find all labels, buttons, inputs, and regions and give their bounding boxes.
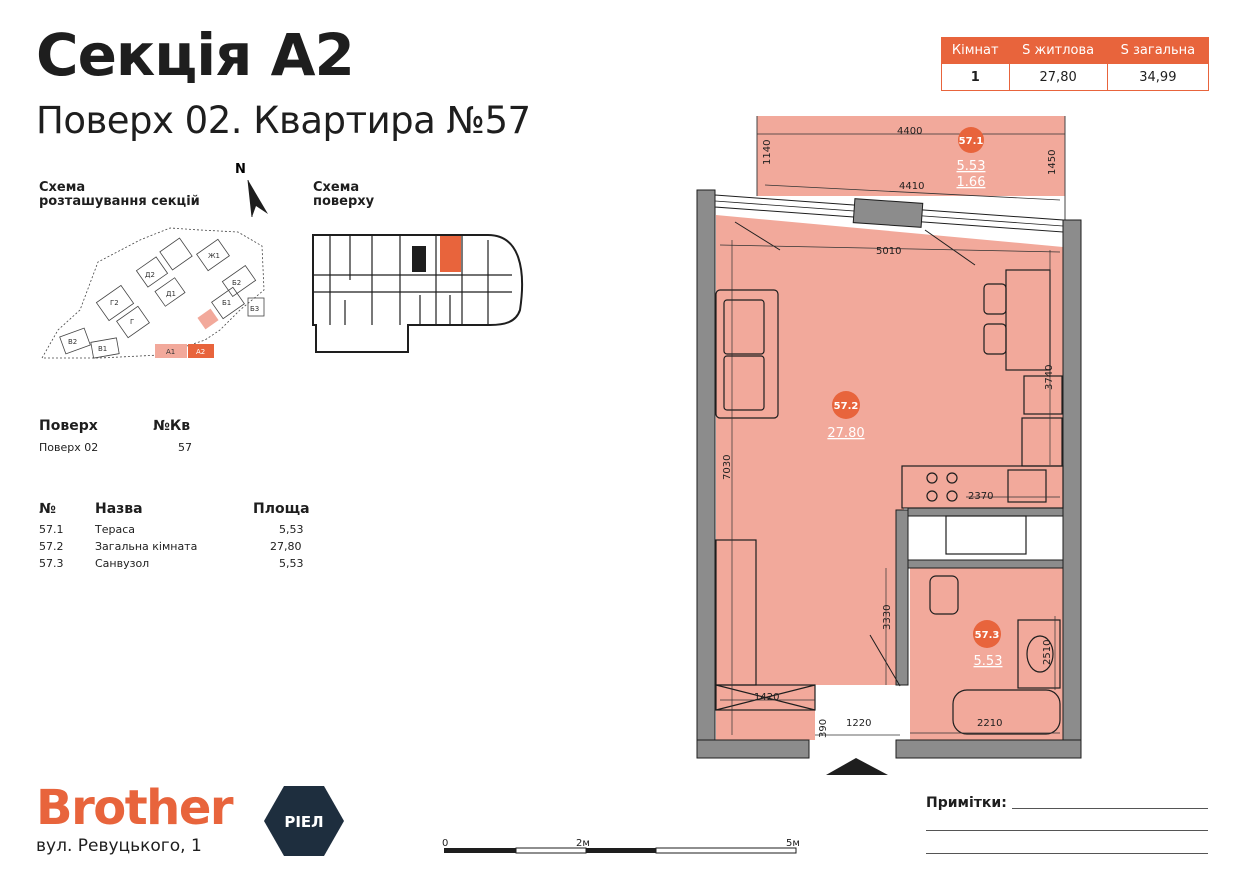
sections-scheme-label-line1: Схема xyxy=(39,180,86,195)
floor-scheme-label-line1: Схема xyxy=(313,180,360,195)
scale-label-2m: 2м xyxy=(576,838,590,849)
room-area: 5,53 xyxy=(279,523,304,536)
room-area: 27,80 xyxy=(270,540,302,553)
room-tag-57-1: 57.1 xyxy=(959,136,984,147)
dim-wardrobe: 1420 xyxy=(754,692,779,703)
room-num: 57.2 xyxy=(39,540,64,553)
riel-badge-icon: РІЕЛ xyxy=(264,786,344,856)
living-room-area xyxy=(716,215,1063,710)
dim-bathroom-wall: 3330 xyxy=(882,605,893,630)
notes-line xyxy=(926,830,1208,831)
floor-value: Поверх 02 xyxy=(39,441,99,454)
riel-badge-text: РІЕЛ xyxy=(284,813,323,831)
summary-total-value: 34,99 xyxy=(1106,63,1210,91)
apt-value: 57 xyxy=(178,441,192,454)
summary-header-living: S житлова xyxy=(1008,37,1108,64)
room-num: 57.1 xyxy=(39,523,64,536)
room-name: Загальна кімната xyxy=(95,540,198,553)
dim-terrace-depth-left: 1140 xyxy=(762,140,773,165)
terrace-area xyxy=(757,116,1065,196)
summary-header-total: S загальна xyxy=(1106,37,1210,64)
sections-scheme-label-line2: розташування секцій xyxy=(39,193,200,209)
dim-room-width: 5010 xyxy=(876,246,901,257)
notes-line xyxy=(1012,808,1208,809)
scale-label-5m: 5м xyxy=(786,838,800,849)
dim-room-length: 7030 xyxy=(722,455,733,480)
room-num: 57.3 xyxy=(39,557,64,570)
dim-bathroom-width: 2210 xyxy=(977,718,1002,729)
summary-living-value: 27,80 xyxy=(1008,63,1108,91)
room-tag-57-1-area: 5.53 xyxy=(957,159,986,174)
room-name: Санвузол xyxy=(95,557,150,570)
page-title: Секція А2 xyxy=(36,21,355,89)
page-subtitle: Поверх 02. Квартира №57 xyxy=(36,99,531,142)
rooms-header-num: № xyxy=(39,501,56,517)
floor-scheme-label: Схема поверху xyxy=(313,181,374,208)
address: вул. Ревуцького, 1 xyxy=(36,836,202,856)
floor-header: Поверх xyxy=(39,418,98,434)
entrance-arrow-icon xyxy=(826,758,888,775)
room-tag-57-3-area: 5.53 xyxy=(974,654,1003,669)
sections-scheme-label: Схема розташування секцій xyxy=(39,181,200,208)
room-tag-57-1-area2: 1.66 xyxy=(957,175,986,190)
dim-terrace-depth-right: 1450 xyxy=(1047,150,1058,175)
dim-kitchen: 2370 xyxy=(968,491,993,502)
room-name: Тераса xyxy=(95,523,135,536)
rooms-header-name: Назва xyxy=(95,501,143,517)
brand-logo: Brother xyxy=(36,780,234,836)
notes-label: Примітки: xyxy=(926,795,1007,811)
dim-right-wall: 3740 xyxy=(1044,365,1055,390)
dim-entrance-width: 1220 xyxy=(846,718,871,729)
summary-table: Кімнат S житлова S загальна 1 27,80 34,9… xyxy=(941,37,1210,91)
dim-bathroom-depth: 2510 xyxy=(1042,640,1053,665)
room-tag-57-2: 57.2 xyxy=(834,401,859,412)
floor-scheme-label-line2: поверху xyxy=(313,193,375,209)
scale-label-0: 0 xyxy=(442,838,448,849)
dim-entrance-depth: 390 xyxy=(818,719,829,738)
summary-header-rooms: Кімнат xyxy=(941,37,1010,64)
room-area: 5,53 xyxy=(279,557,304,570)
dim-facade-width: 4410 xyxy=(899,181,924,192)
room-tag-57-3: 57.3 xyxy=(975,630,1000,641)
room-tag-57-2-area: 27.80 xyxy=(827,426,864,441)
rooms-header-area: Площа xyxy=(253,501,310,517)
dim-terrace-width: 4400 xyxy=(897,126,922,137)
apt-header: №Кв xyxy=(153,418,191,434)
notes-line xyxy=(926,853,1208,854)
